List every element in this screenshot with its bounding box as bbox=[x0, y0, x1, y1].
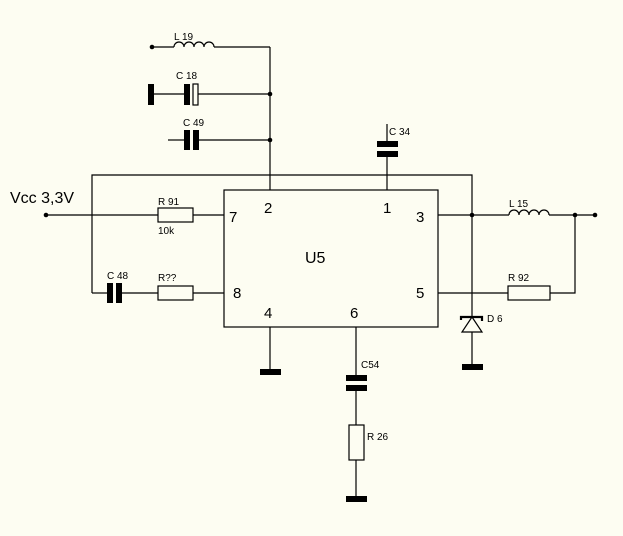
junction bbox=[267, 137, 273, 143]
capacitor-c34-plate-a[interactable] bbox=[377, 141, 398, 147]
wire bbox=[550, 215, 576, 294]
resistor-r26[interactable] bbox=[348, 424, 365, 461]
capacitor-c54-plate-b[interactable] bbox=[346, 385, 367, 391]
diode-triangle bbox=[460, 315, 484, 333]
pin-4-label: 4 bbox=[264, 305, 272, 322]
bottom-network: C54 R 26 bbox=[260, 327, 389, 502]
d6-label: D 6 bbox=[487, 314, 503, 325]
capacitor-c34-plate-b[interactable] bbox=[377, 151, 398, 157]
output-terminal[interactable] bbox=[592, 212, 598, 218]
c48-label: C 48 bbox=[107, 271, 129, 282]
pin-7-label: 7 bbox=[229, 209, 237, 226]
ic-body bbox=[223, 189, 439, 328]
ic-name: U5 bbox=[305, 250, 326, 267]
capacitor-c48-plate-b[interactable] bbox=[116, 283, 122, 303]
r-unknown-label: R?? bbox=[158, 273, 177, 284]
feedback-loop bbox=[91, 174, 473, 293]
c18-label: C 18 bbox=[176, 71, 198, 82]
ground-symbol bbox=[346, 496, 367, 502]
c18-terminal-bar bbox=[148, 84, 154, 105]
pin-1-network: C 34 bbox=[377, 124, 411, 190]
resistor-r92[interactable] bbox=[507, 285, 551, 301]
pin-3-label: 3 bbox=[416, 209, 424, 226]
capacitor-c18-plate-hollow[interactable] bbox=[192, 83, 199, 106]
wire-loop bbox=[91, 174, 473, 293]
left-network: Vcc 3,3V R 91 10k C 48 R?? bbox=[10, 190, 224, 303]
pin-5-label: 5 bbox=[416, 285, 424, 302]
pin-2-label: 2 bbox=[264, 200, 272, 217]
right-network: L 15 R 92 D 6 bbox=[438, 199, 598, 370]
capacitor-c49-plate-a[interactable] bbox=[184, 130, 190, 150]
r92-label: R 92 bbox=[508, 273, 530, 284]
r26-label: R 26 bbox=[367, 432, 389, 443]
zener-diode-d6[interactable] bbox=[459, 315, 484, 333]
r91-label: R 91 bbox=[158, 197, 180, 208]
pin-1-label: 1 bbox=[383, 200, 391, 217]
inductor-l19[interactable] bbox=[173, 41, 215, 48]
capacitor-c48-plate-a[interactable] bbox=[107, 283, 113, 303]
pin-6-label: 6 bbox=[350, 305, 358, 322]
c54-label: C54 bbox=[361, 360, 380, 371]
capacitor-c49-plate-b[interactable] bbox=[193, 130, 199, 150]
resistor-r-unknown[interactable] bbox=[157, 285, 194, 301]
resistor-r91[interactable] bbox=[157, 207, 194, 223]
l19-label: L 19 bbox=[174, 32, 194, 43]
inductor-l15[interactable] bbox=[508, 209, 550, 216]
c49-label: C 49 bbox=[183, 118, 205, 129]
ic-u5[interactable]: U5 2 1 7 3 8 5 4 6 bbox=[223, 189, 439, 328]
ground-symbol bbox=[462, 364, 483, 370]
pin-2-network: L 19 C 18 C 49 bbox=[148, 32, 273, 190]
r91-value: 10k bbox=[158, 226, 175, 237]
vcc-label: Vcc 3,3V bbox=[10, 190, 74, 207]
capacitor-c54-plate-a[interactable] bbox=[346, 375, 367, 381]
c34-label: C 34 bbox=[389, 127, 411, 138]
junction bbox=[267, 91, 273, 97]
l15-label: L 15 bbox=[509, 199, 529, 210]
ground-symbol bbox=[260, 369, 281, 375]
pin-8-label: 8 bbox=[233, 285, 241, 302]
capacitor-c18-plate[interactable] bbox=[184, 84, 190, 105]
